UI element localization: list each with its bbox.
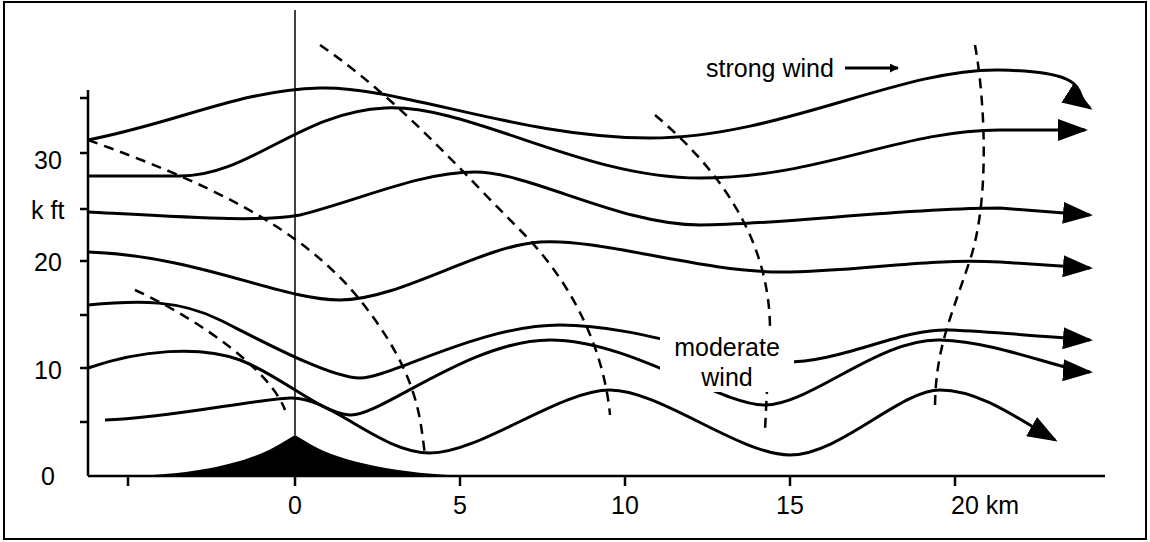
x-axis-label: 20 km — [951, 491, 1019, 519]
wind-label: strong wind — [706, 54, 834, 82]
y-axis-label: 30 — [34, 146, 62, 174]
frame — [4, 2, 1146, 539]
x-axis-label: 10 — [611, 491, 639, 519]
wind-label: moderate wind — [660, 332, 794, 392]
y-axis-label: 0 — [41, 462, 55, 490]
x-axis-label: 0 — [288, 491, 302, 519]
y-axis-label: 20 — [34, 248, 62, 276]
x-axis-label: 15 — [776, 491, 804, 519]
y-axis-label: 10 — [34, 356, 62, 384]
wind-arrow — [845, 67, 898, 70]
y-axis-label: k ft — [31, 196, 64, 224]
x-axis-label: 5 — [453, 491, 467, 519]
mountain — [130, 435, 470, 476]
axes — [80, 90, 1105, 486]
reference-line — [294, 10, 296, 435]
streamlines — [88, 70, 1090, 455]
phase-lines — [88, 45, 984, 455]
